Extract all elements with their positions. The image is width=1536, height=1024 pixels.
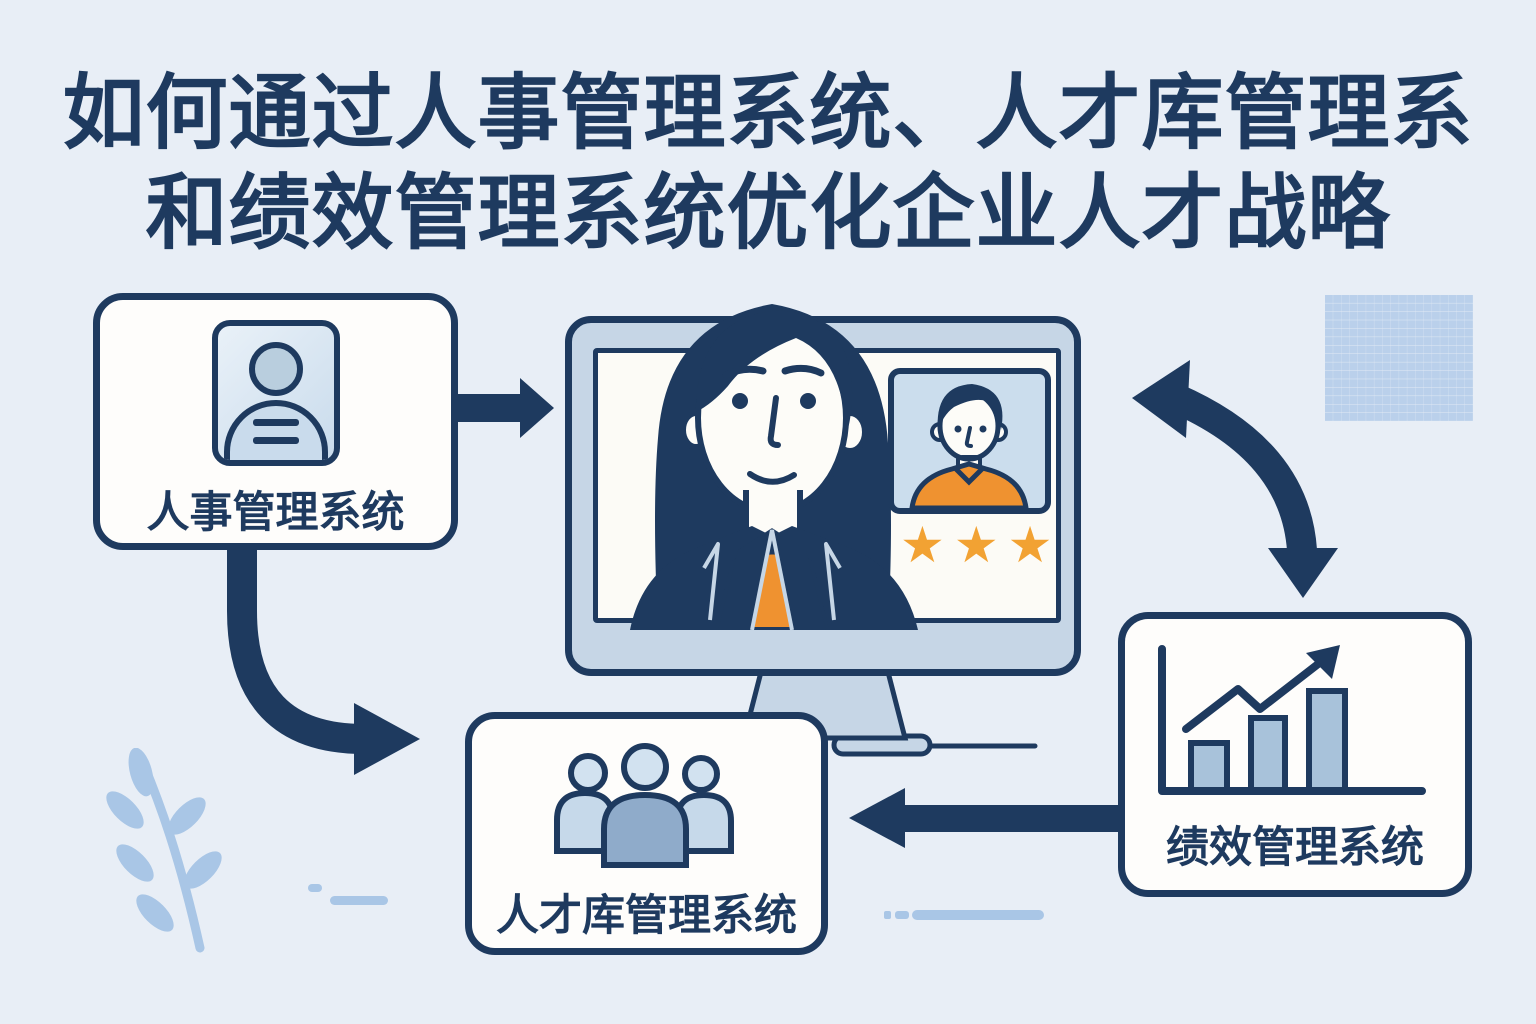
performance-system-label: 绩效管理系统 [1166, 824, 1424, 872]
male-candidate-portrait-icon [909, 384, 1029, 508]
bar-chart-growth-icon [1158, 645, 1426, 795]
hr-system-label: 人事管理系统 [146, 489, 405, 537]
rating-stars: ★★★ [900, 516, 1062, 574]
id-card-person-icon [211, 320, 340, 466]
leaf-branch-decoration [106, 748, 222, 953]
performance-system-box: 绩效管理系统 [1118, 612, 1472, 897]
arrow-hr-to-talent [227, 549, 420, 775]
dash-decoration [308, 884, 322, 892]
dash-decoration [884, 911, 891, 919]
dash-decoration [895, 911, 909, 919]
id-text-line [252, 419, 299, 426]
people-group-icon [553, 743, 734, 868]
candidate-profile-card [888, 368, 1051, 514]
person-head-shape [248, 342, 303, 396]
arrow-monitor-performance-bidirectional [1132, 360, 1338, 598]
talent-pool-label: 人才库管理系统 [496, 892, 797, 940]
interviewer-woman-illustration [630, 304, 918, 630]
id-text-line [252, 437, 299, 444]
dots-pattern-decoration [1325, 295, 1473, 421]
talent-pool-box: 人才库管理系统 [465, 712, 828, 955]
page-title-line1: 如何通过人事管理系统、人才库管理系 [62, 68, 1474, 159]
dash-decoration [912, 910, 1044, 920]
person-torso-shape [223, 400, 328, 460]
page-title-line2: 和绩效管理系统优化企业人才战略 [145, 168, 1391, 259]
hr-system-box: 人事管理系统 [93, 293, 458, 550]
dash-decoration [330, 896, 388, 905]
